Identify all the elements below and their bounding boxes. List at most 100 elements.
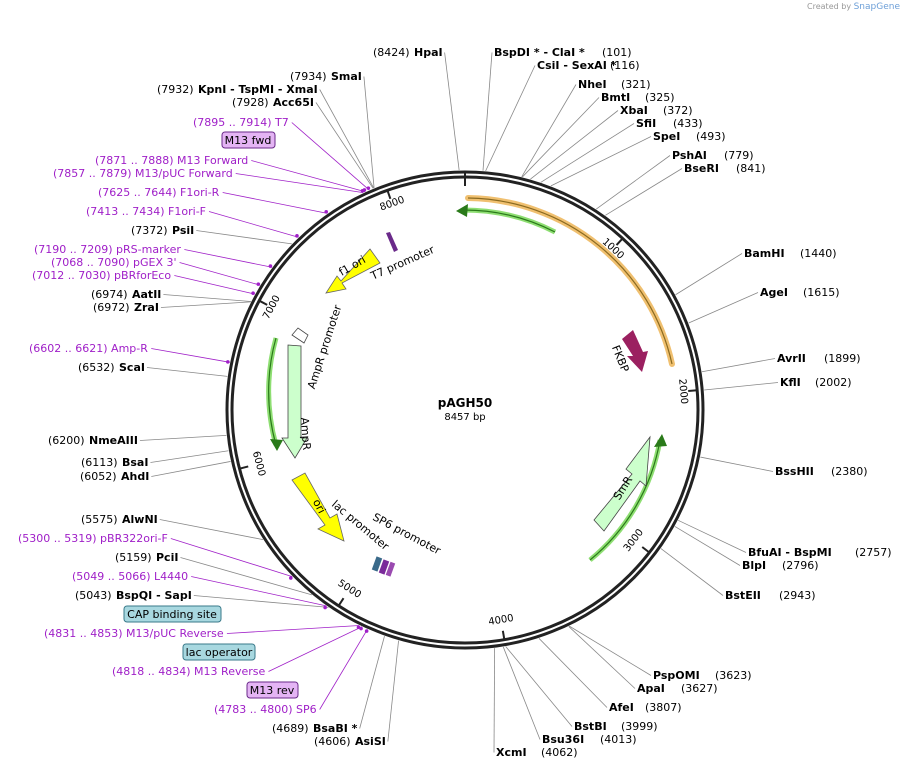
site-leader [319, 89, 375, 189]
site-acc65i: (7928)Acc65I [232, 96, 314, 109]
tick-label: 5000 [336, 578, 363, 601]
site-xbai: XbaI(372) [620, 104, 693, 117]
site-leader [493, 648, 496, 753]
site-leader [538, 638, 608, 708]
site-leader [675, 253, 743, 296]
site-kfli: KflI(2002) [780, 376, 852, 389]
feature-top-green-line [461, 209, 556, 233]
site-bsshii: BssHII(2380) [775, 465, 868, 478]
site-xcmi: XcmI(4062) [496, 746, 578, 759]
site-leader [522, 97, 600, 178]
primer-leader [208, 211, 299, 238]
primer-m13-reverse: (4818 .. 4834) M13 Reverse [112, 665, 265, 678]
primer-f1ori-f: (7413 .. 7434) F1ori-F [86, 205, 206, 218]
primer-leader [151, 348, 230, 363]
site-leader [701, 358, 776, 373]
site-leader [596, 155, 671, 210]
feature-fkbp-arrow [622, 330, 648, 372]
site-smai: (7934)SmaI [290, 70, 362, 83]
primer-leader [191, 576, 327, 607]
tick-line [239, 465, 249, 470]
site-leader [196, 230, 292, 245]
site-leader [387, 640, 399, 742]
tick-label: 7000 [261, 294, 283, 322]
leader-lines [139, 52, 779, 753]
site-leader [688, 292, 759, 324]
backbone-inner [230, 175, 700, 645]
primer-leader [222, 192, 328, 214]
tick-label: 2000 [676, 378, 689, 404]
primer-pbr322ori-f: (5300 .. 5319) pBR322ori-F [18, 532, 168, 545]
site-leader [363, 76, 375, 188]
primer-site-mark [359, 626, 363, 631]
site-pspomi: PspOMI(3623) [653, 669, 752, 682]
site-leader [700, 456, 774, 472]
feature-orf-arc [465, 195, 675, 367]
site-csii-sexai: CsiI - SexAI *(116) [537, 59, 640, 72]
primer-pgex-3: (7068 .. 7090) pGEX 3' [51, 256, 177, 269]
tick-label: 3000 [622, 527, 646, 554]
feature-top-green-head [456, 204, 468, 217]
site-leader [163, 294, 251, 302]
tick-line [258, 299, 268, 306]
site-leader [674, 526, 741, 566]
primer-site-mark [323, 605, 327, 610]
feature-t7-promoter-mark [386, 232, 398, 252]
primer-f1ori-r: (7625 .. 7644) F1ori-R [98, 186, 220, 199]
primer-site-mark [226, 360, 230, 364]
site-leader [193, 595, 329, 608]
feature-smr-green-line [589, 439, 661, 561]
site-leader [540, 123, 635, 183]
site-bfuai-bspmi: BfuAI - BspMI(2757) [748, 546, 892, 559]
site-leader [485, 65, 536, 172]
feature-smr-arrow [593, 435, 651, 532]
site-nmeaiii: (6200)NmeAIII [48, 434, 138, 447]
site-zrai: (6972)ZraI [93, 301, 159, 314]
svg-text:lac operator: lac operator [186, 646, 253, 659]
tick-line [615, 237, 624, 246]
primer-leader [174, 275, 255, 295]
site-leader [530, 110, 619, 180]
site-scai: (6532)ScaI [78, 361, 145, 374]
site-avrii: AvrII(1899) [777, 352, 861, 365]
svg-text:CAP binding site: CAP binding site [127, 608, 217, 621]
site-afei: AfeI(3807) [609, 701, 682, 714]
feature-lac-block-c [385, 561, 396, 577]
feature-ampr-promoter-label: AmpR promoter [305, 303, 345, 391]
site-ahdi: (6052)AhdI [80, 470, 149, 483]
svg-text:M13 rev: M13 rev [250, 684, 295, 697]
site-leader [359, 635, 385, 729]
primer-leader [235, 173, 364, 194]
primer-site-mark [256, 282, 261, 286]
site-bstbi: BstBI(3999) [574, 720, 658, 733]
primer-prs-marker: (7190 .. 7209) pRS-marker [34, 243, 181, 256]
site-leader [550, 136, 652, 187]
site-leader [568, 626, 636, 689]
site-bsteii: BstEII(2943) [725, 589, 816, 602]
site-psii: (7372)PsiI [131, 224, 194, 237]
site-leader [482, 52, 493, 171]
site-leader [180, 557, 313, 596]
primer-site-mark [364, 629, 369, 633]
site-leader [146, 367, 228, 377]
primer-leader [226, 625, 360, 634]
site-bsai: (6113)BsaI [81, 456, 148, 469]
primer-site-mark [295, 234, 299, 238]
primer-m13-forward: (7871 .. 7888) M13 Forward [95, 154, 248, 167]
site-pcii: (5159)PciI [115, 551, 178, 564]
tick-line [337, 597, 345, 607]
feature-ori-arrow [291, 472, 345, 542]
site-leader [150, 450, 229, 463]
primer-site-mark [324, 209, 329, 214]
site-kpni-tspmi-xmai: (7932)KpnI - TspMI - XmaI [157, 83, 318, 96]
site-alwni: (5575)AlwNI [81, 513, 158, 526]
site-bspqi-sapi: (5043)BspQI - SapI [75, 589, 192, 602]
feature-ampr-arrow [281, 344, 308, 459]
feature-f1-ori-arrow [325, 248, 381, 294]
plasmid-length: 8457 bp [444, 412, 485, 423]
tick-line [641, 546, 650, 554]
primer-leader [319, 629, 368, 710]
tick-label: 4000 [488, 613, 515, 628]
primer-t7: (7895 .. 7914) T7 [193, 116, 289, 129]
